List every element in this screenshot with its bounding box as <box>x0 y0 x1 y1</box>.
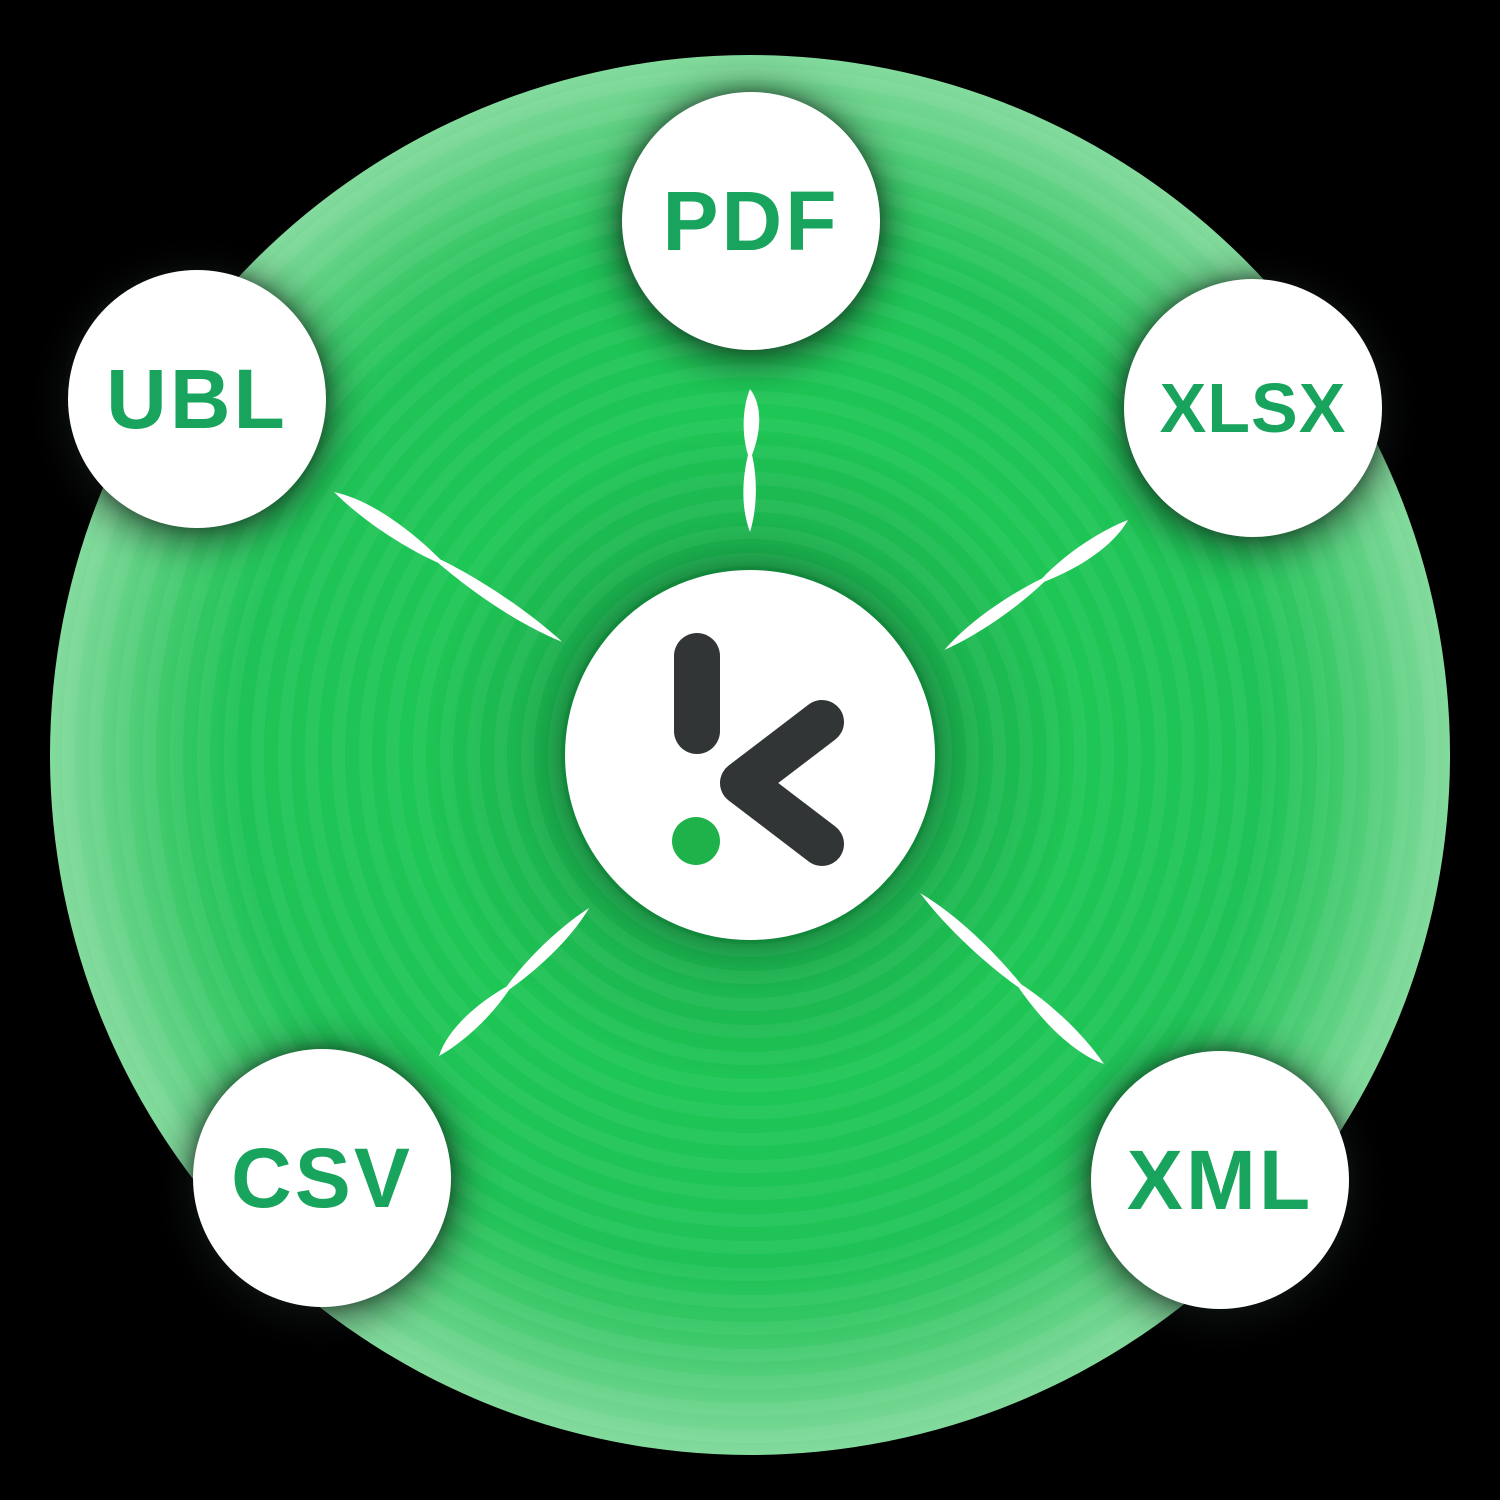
node-pdf-label: PDF <box>662 174 840 268</box>
node-pdf: PDF <box>622 92 880 350</box>
connector-xml-icon <box>920 893 1104 1064</box>
node-xlsx-label: XLSX <box>1159 369 1347 447</box>
node-xml: XML <box>1091 1051 1349 1309</box>
node-xml-label: XML <box>1126 1133 1314 1227</box>
node-csv: CSV <box>193 1049 451 1307</box>
node-ubl-label: UBL <box>106 352 288 446</box>
connector-pdf-icon <box>743 389 760 532</box>
node-csv-label: CSV <box>231 1131 413 1225</box>
klippa-logo-icon <box>672 633 844 866</box>
center-node <box>565 570 935 940</box>
logo-chevron <box>720 700 844 866</box>
logo-green-dot <box>672 817 720 865</box>
connector-ubl-icon <box>334 492 563 642</box>
connector-csv-icon <box>439 907 590 1056</box>
node-ubl: UBL <box>68 270 326 528</box>
connector-xlsx-icon <box>944 520 1128 651</box>
node-xlsx: XLSX <box>1124 279 1382 537</box>
